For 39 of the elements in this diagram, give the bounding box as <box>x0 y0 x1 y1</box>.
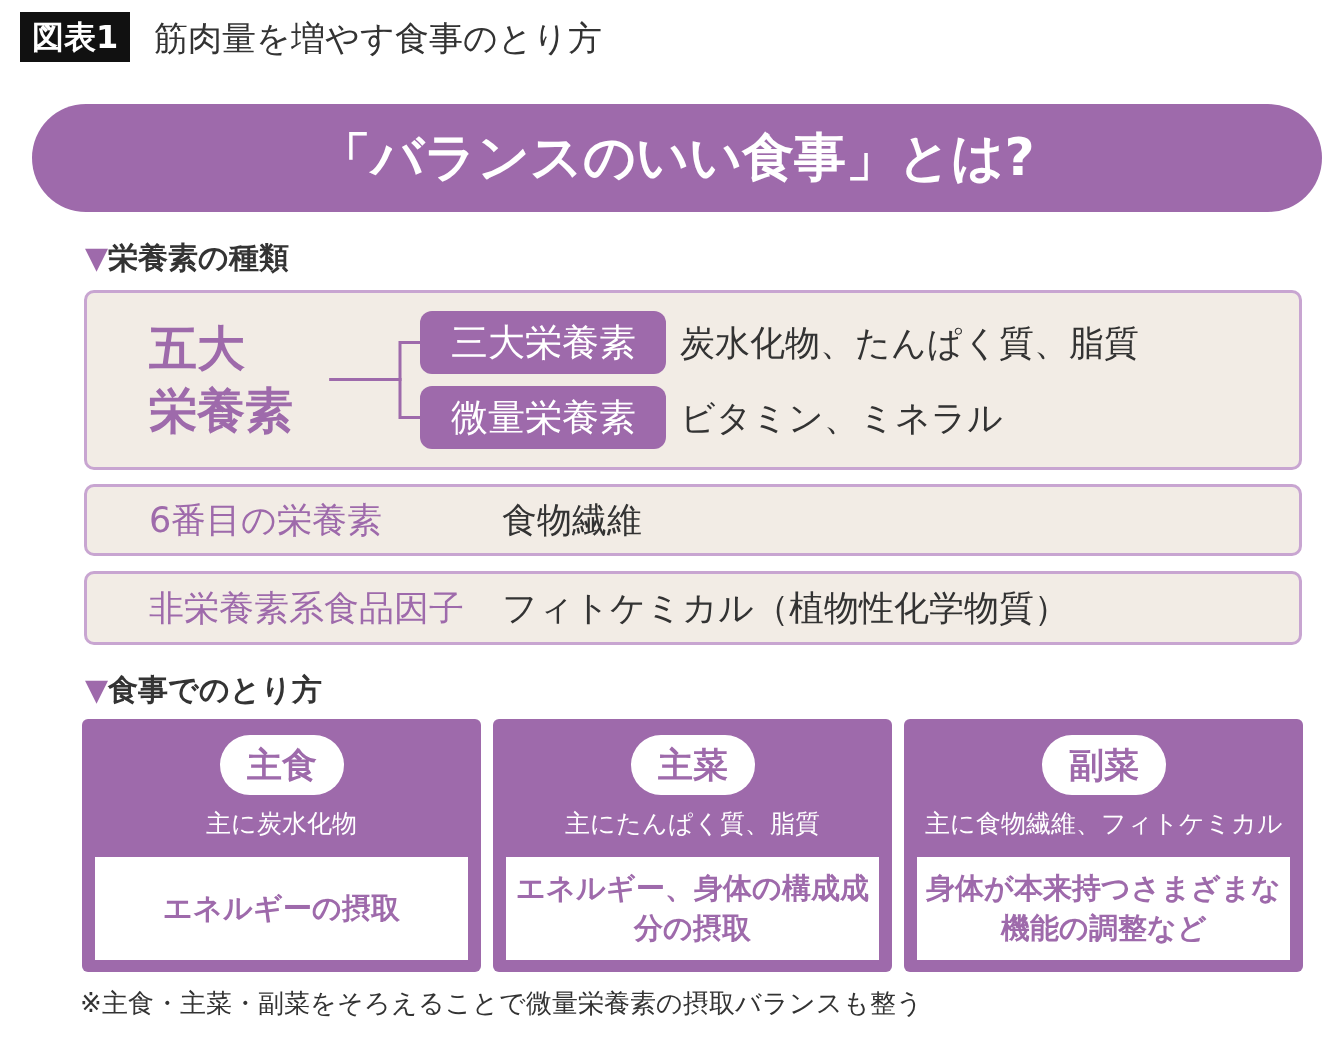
category-examples: 食物繊維 <box>502 498 642 542</box>
footnote: ※主食・主菜・副菜をそろえることで微量栄養素の摂取バランスも整う <box>80 987 923 1020</box>
meal-card <box>493 719 892 972</box>
meal-card <box>82 719 481 972</box>
meal-description: 主に炭水化物 <box>205 808 358 840</box>
meal-type-label: 主食 <box>246 743 317 787</box>
category-examples: フィトケミカル（植物性化学物質） <box>502 586 1069 630</box>
category-name: 非栄養素系食品因子 <box>148 586 465 630</box>
section-heading: ▼栄養素の種類 <box>85 239 290 277</box>
role-text: エネルギーの摂取 <box>163 889 400 927</box>
figure-title: 筋肉量を増やす食事のとり方 <box>154 17 602 60</box>
connector-line <box>329 377 420 419</box>
meal-type-tag <box>1041 735 1166 795</box>
role-box <box>506 857 879 960</box>
meal-type-label: 副菜 <box>1068 743 1139 787</box>
role-box <box>917 857 1290 960</box>
panel-box <box>84 290 1302 470</box>
category-examples: 炭水化物、たんぱく質、脂質 <box>680 321 1139 364</box>
meal-description: 主に食物繊維、フィトケミカル <box>923 808 1284 840</box>
figure-number: 図表1 <box>20 12 131 62</box>
meal-description: 主にたんぱく質、脂質 <box>564 808 821 840</box>
meal-type-label: 主菜 <box>657 743 728 787</box>
meal-type-tag <box>630 735 755 795</box>
category-examples: ビタミン、ミネラル <box>680 396 1003 439</box>
banner-heading: 「バランスのいい食事」とは? <box>319 126 1035 189</box>
section-heading: ▼食事でのとり方 <box>85 671 323 709</box>
meal-card <box>904 719 1303 972</box>
category-heading: 五大栄養素 <box>149 319 294 441</box>
category-name: 6番目の栄養素 <box>148 498 384 542</box>
category-tag <box>420 386 666 449</box>
role-text: エネルギー、身体の構成成分の摂取 <box>515 870 870 947</box>
category-label: 微量栄養素 <box>450 394 636 441</box>
role-text: 身体が本来持つさまざまな機能の調整など <box>925 870 1282 947</box>
category-row <box>84 484 1302 556</box>
category-row <box>84 571 1302 645</box>
meal-type-tag <box>219 735 344 795</box>
category-tag <box>420 311 666 374</box>
role-box <box>95 857 468 960</box>
category-label: 三大栄養素 <box>450 319 636 366</box>
